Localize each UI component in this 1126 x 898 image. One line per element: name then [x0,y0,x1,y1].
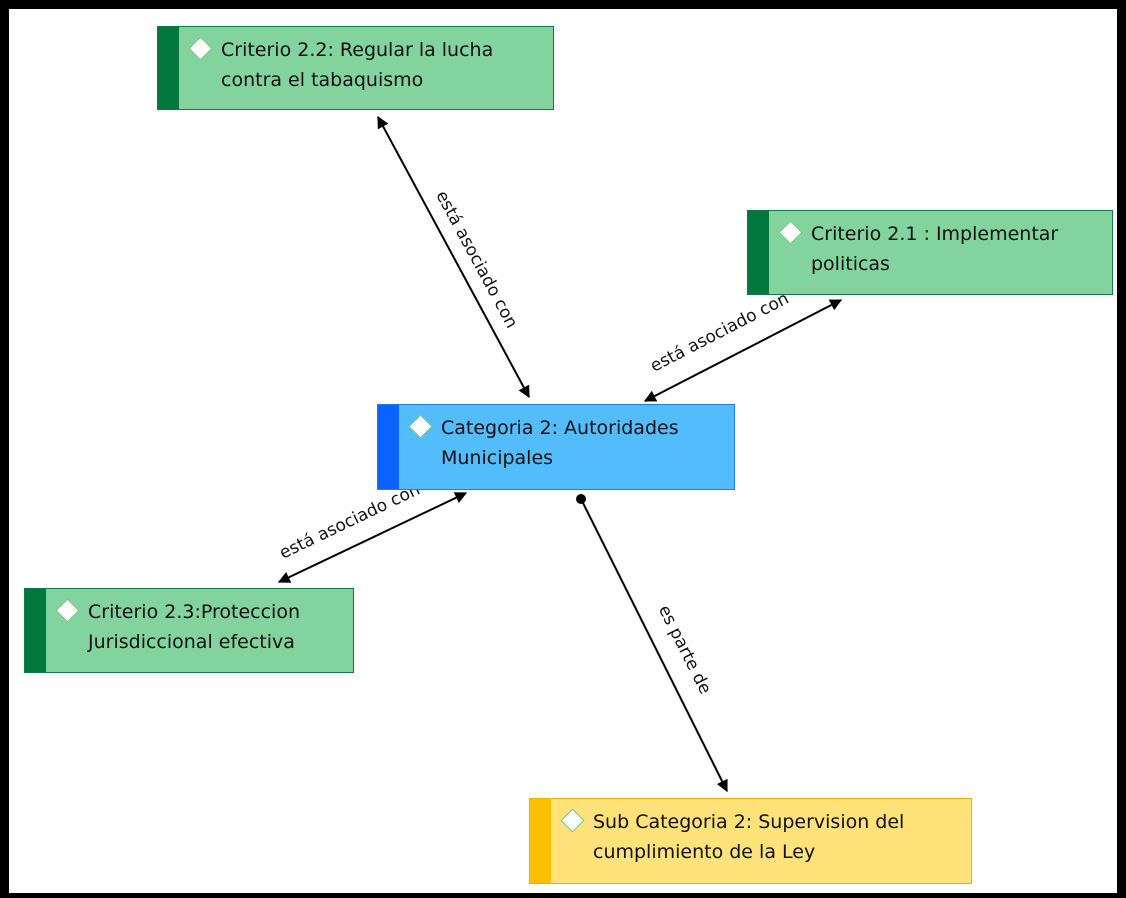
diamond-icon [188,36,213,61]
edge-criterio-2-1-categoria-2 [643,299,843,402]
node-label-line-2: politicas [811,253,890,275]
node-label-line-1: Categoria 2: Autoridades [441,417,679,439]
node-categoria-2[interactable]: Categoria 2: Autoridades Municipales [377,404,735,490]
node-label-line-2: Jurisdiccional efectiva [88,631,295,653]
node-criterio-2-2[interactable]: Criterio 2.2: Regular la lucha contra el… [157,26,554,110]
node-label-line-2: Municipales [441,447,554,469]
node-sub-categoria-2[interactable]: Sub Categoria 2: Supervision del cumplim… [529,798,972,884]
node-color-bar [530,799,551,883]
node-label-line-1: Criterio 2.1 : Implementar [811,223,1059,245]
edge-label-criterio-2-2: está asociado con [431,187,521,331]
node-label-line-1: Criterio 2.2: Regular la lucha [221,39,494,61]
node-label: Sub Categoria 2: Supervision del cumplim… [593,807,904,867]
diamond-icon [778,220,803,245]
edge-categoria-2-sub-categoria-2 [580,498,728,793]
node-criterio-2-1[interactable]: Criterio 2.1 : Implementar politicas [747,210,1113,295]
node-color-bar [158,27,179,109]
edge-criterio-2-2-categoria-2 [377,115,530,399]
edge-criterio-2-3-categoria-2 [277,492,468,583]
node-color-bar [378,405,399,489]
node-label-line-1: Sub Categoria 2: Supervision del [593,811,905,833]
node-label: Criterio 2.3:Proteccion Jurisdiccional e… [88,597,300,657]
node-label: Criterio 2.2: Regular la lucha contra el… [221,35,493,95]
diamond-icon [408,414,433,439]
edge-label-es-parte-de: es parte de [654,602,715,697]
diamond-icon [55,598,80,623]
node-color-bar [25,589,46,672]
edge-label-criterio-2-3: está asociado con [276,480,423,564]
diamond-icon [560,808,585,833]
node-criterio-2-3[interactable]: Criterio 2.3:Proteccion Jurisdiccional e… [24,588,354,673]
node-label: Categoria 2: Autoridades Municipales [441,413,679,473]
node-label: Criterio 2.1 : Implementar politicas [811,219,1058,279]
node-label-line-2: contra el tabaquismo [221,69,424,91]
node-color-bar [748,211,769,294]
node-label-line-2: cumplimiento de la Ley [593,841,816,863]
node-label-line-1: Criterio 2.3:Proteccion [88,601,300,623]
